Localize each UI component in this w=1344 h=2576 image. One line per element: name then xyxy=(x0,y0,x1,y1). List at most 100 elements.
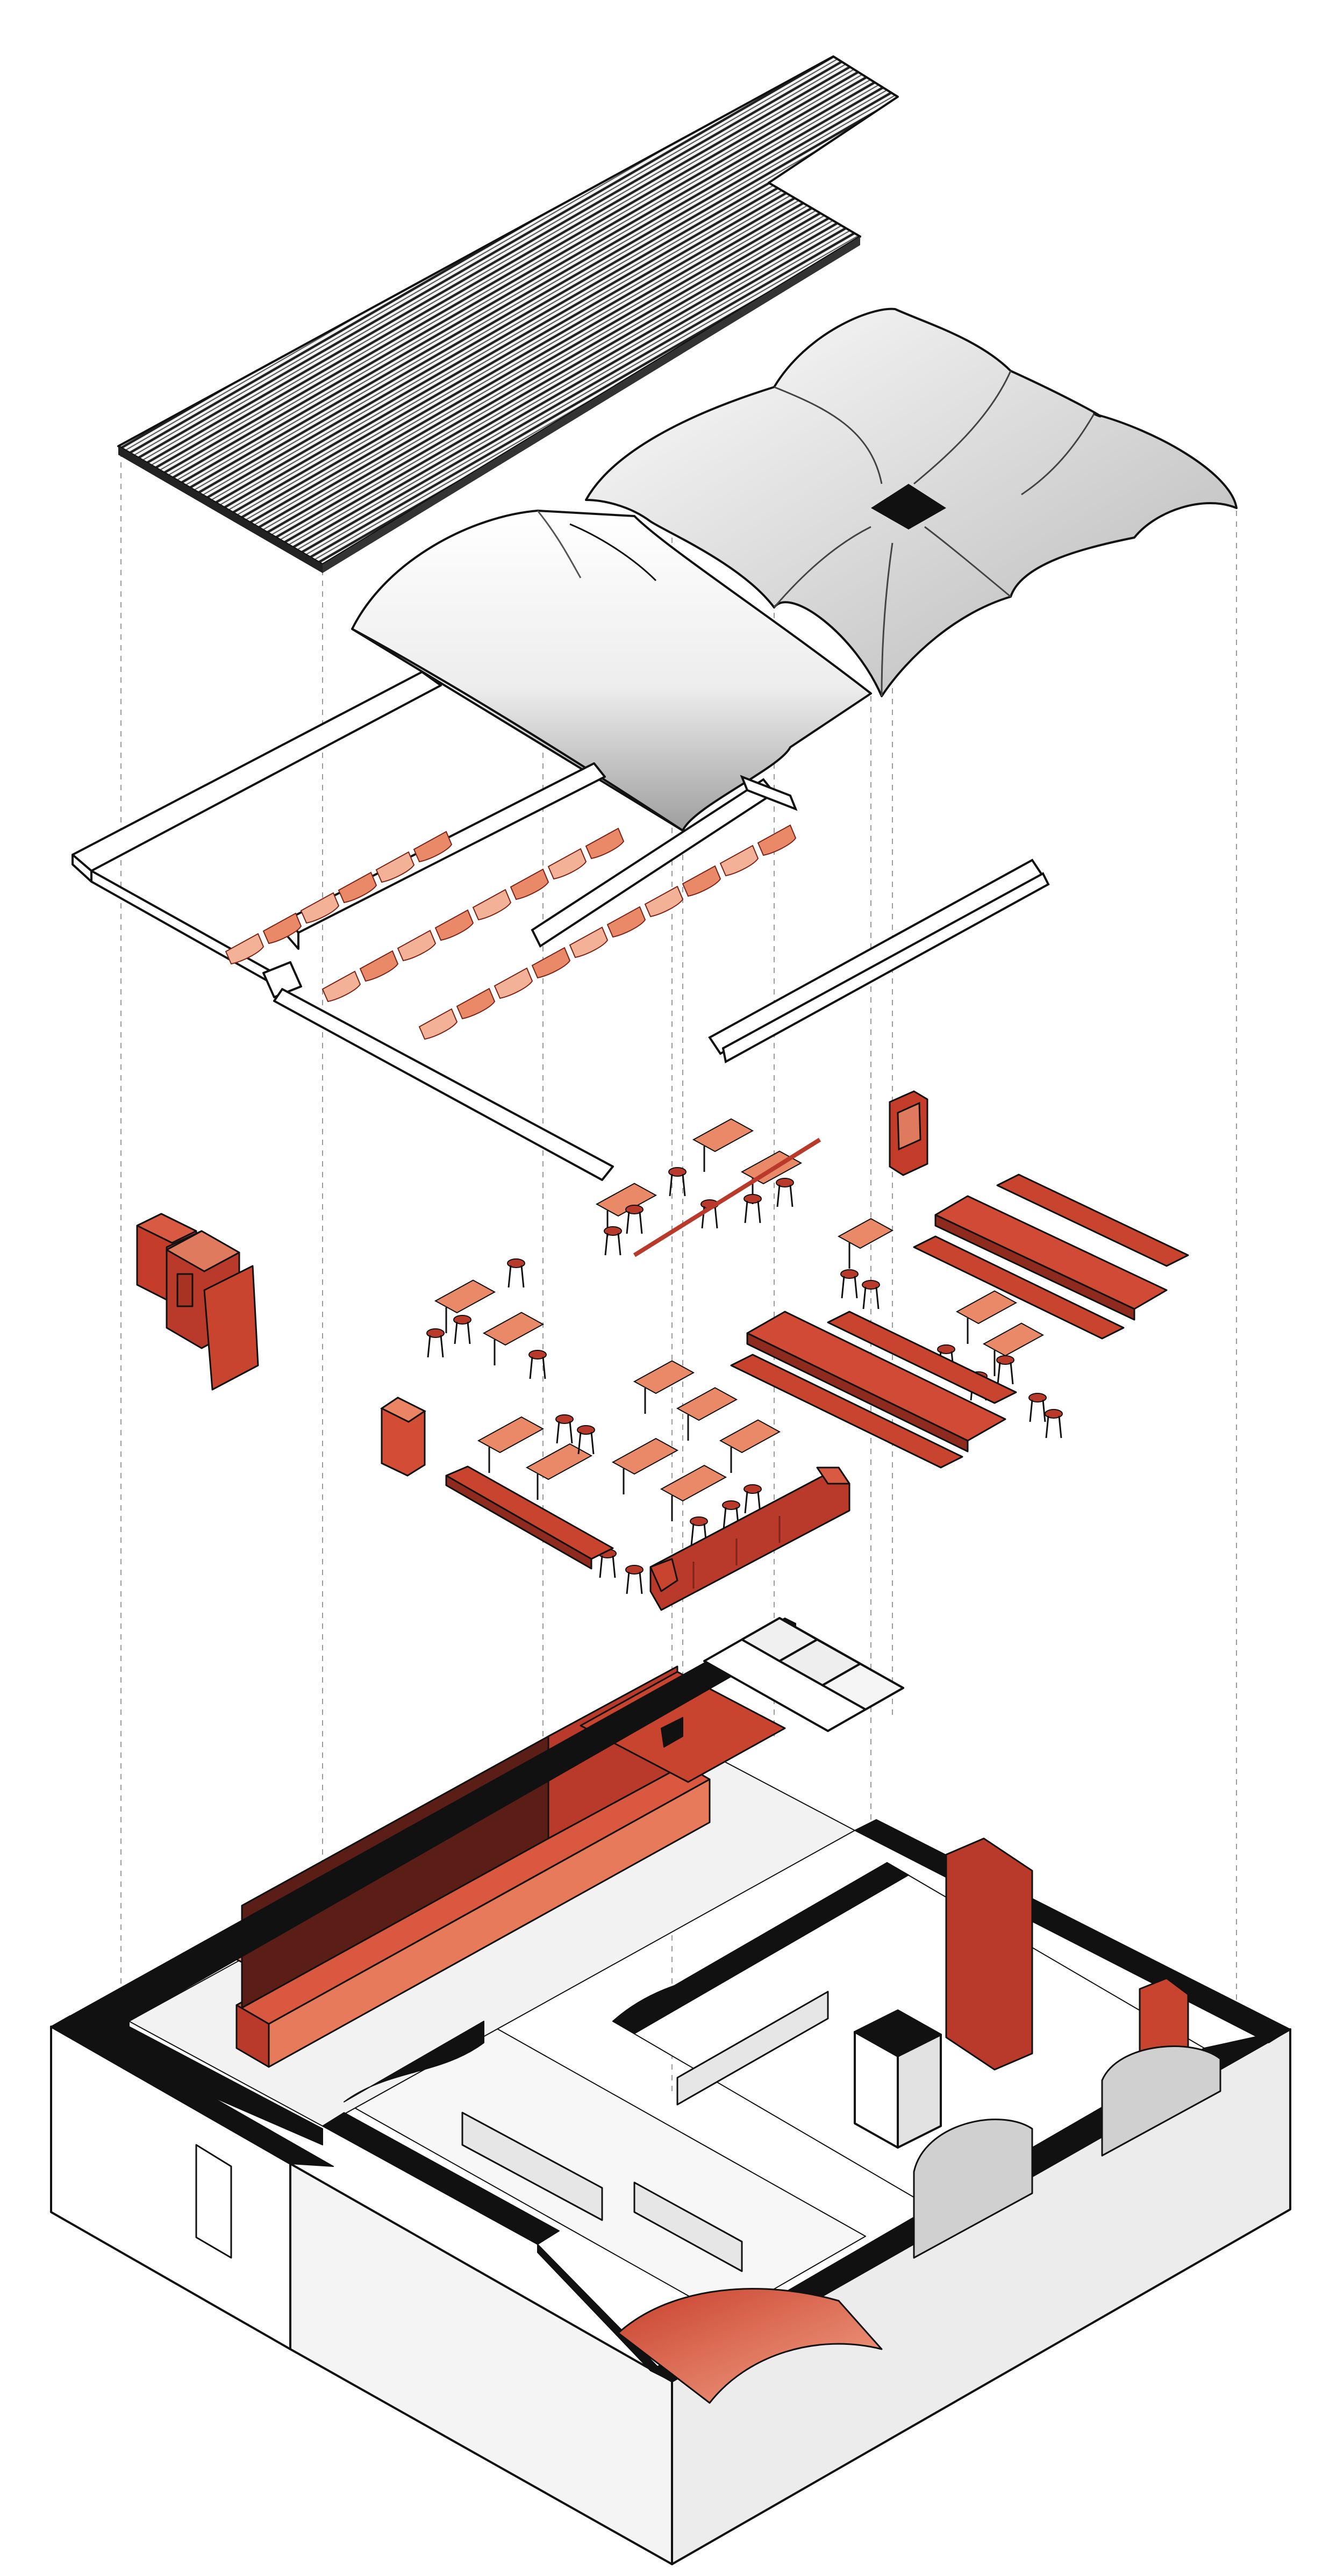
stool-leg xyxy=(1045,1415,1049,1439)
stool-leg xyxy=(617,1233,621,1256)
stool-leg xyxy=(744,1200,748,1223)
stool-leg xyxy=(454,1321,458,1344)
table-top xyxy=(633,1360,695,1394)
kitchen-cabinetry xyxy=(461,1991,829,2272)
baffle-strip xyxy=(418,1008,458,1040)
stool-leg xyxy=(714,1206,718,1229)
baffle-strip xyxy=(719,845,759,877)
stool-leg xyxy=(776,1184,781,1207)
building-floor-plan xyxy=(50,1617,1291,2565)
stool-seat xyxy=(555,1414,574,1424)
cross-vault-dome-shell xyxy=(585,307,1238,697)
entry-door[interactable] xyxy=(195,2144,232,2259)
stool-seat xyxy=(862,1280,880,1290)
stool-leg xyxy=(639,1211,643,1234)
table-top xyxy=(477,1416,545,1454)
baffle-strip xyxy=(359,950,399,982)
red-vault-arch xyxy=(617,2288,883,2404)
communal-bench-tables-upper xyxy=(913,1173,1189,1340)
host-stand-cabinet xyxy=(889,1090,928,1176)
stool-seat xyxy=(776,1178,794,1187)
stool-leg xyxy=(854,1276,858,1299)
cabinet-cluster-left xyxy=(136,1213,259,1391)
stool-leg xyxy=(599,1555,603,1578)
table-top xyxy=(982,1322,1045,1357)
stool-seat xyxy=(426,1328,445,1338)
stool-leg xyxy=(612,1555,616,1578)
stool-seat xyxy=(722,1500,740,1510)
service-column-box xyxy=(854,2009,942,2149)
stool-leg xyxy=(507,1265,512,1288)
baffle-strip xyxy=(321,970,361,1003)
baffle-strip xyxy=(225,933,264,965)
stool-seat xyxy=(577,1425,595,1435)
table-top xyxy=(595,1183,657,1217)
communal-bench-tables-lower xyxy=(730,1311,1017,1469)
baffle-strip xyxy=(585,827,625,860)
baffle-strip xyxy=(494,967,533,999)
baffle-strip xyxy=(531,947,571,979)
table-top xyxy=(955,1290,1018,1325)
furniture-layer xyxy=(136,1090,1189,1611)
booth-sofa xyxy=(649,1466,850,1611)
table-and-stool-groups xyxy=(426,1118,1063,1594)
stool-leg xyxy=(1029,1399,1033,1422)
table-top xyxy=(837,1218,894,1249)
corrugated-roof-panel xyxy=(117,55,899,573)
baffle-strip xyxy=(456,988,496,1020)
baffle-strip xyxy=(397,929,437,962)
baffle-strip xyxy=(375,851,415,883)
table-top xyxy=(719,1419,781,1454)
stool-leg xyxy=(604,1233,609,1256)
lectern xyxy=(380,1397,426,1477)
stool-leg xyxy=(789,1184,793,1207)
baffle-strip xyxy=(262,912,302,944)
stool-leg xyxy=(723,1507,727,1530)
stool-seat xyxy=(1028,1393,1047,1403)
table-top xyxy=(660,1464,727,1502)
stool-seat xyxy=(625,1565,644,1575)
stool-seat xyxy=(507,1258,525,1268)
stool-leg xyxy=(841,1276,845,1299)
stool-seat xyxy=(744,1194,762,1204)
table-top xyxy=(676,1387,738,1421)
stool-seat xyxy=(690,1516,708,1526)
stool-leg xyxy=(556,1421,560,1444)
acoustic-baffle-ceiling xyxy=(225,824,797,1040)
stool-seat xyxy=(937,1344,955,1354)
baffle-strip xyxy=(472,889,512,921)
stool-leg xyxy=(467,1321,471,1344)
baffle-strip xyxy=(300,892,340,924)
stool-leg xyxy=(639,1571,643,1594)
stool-leg xyxy=(440,1335,444,1358)
stool-leg xyxy=(427,1335,431,1358)
stool-leg xyxy=(862,1286,867,1310)
stool-leg xyxy=(757,1200,761,1223)
stool-seat xyxy=(744,1484,762,1494)
table-top xyxy=(434,1279,496,1314)
stool-leg xyxy=(1010,1362,1014,1385)
banquette-bench xyxy=(445,1465,614,1570)
stool-seat xyxy=(453,1315,471,1325)
stool-leg xyxy=(875,1286,880,1310)
stool-seat xyxy=(528,1350,547,1359)
stool-leg xyxy=(744,1491,748,1514)
baffle-strip xyxy=(606,906,646,938)
stool-leg xyxy=(529,1356,533,1379)
baffle-strip xyxy=(644,885,684,918)
baffle-strip xyxy=(434,909,474,941)
baffle-strip xyxy=(547,848,587,880)
stool-seat xyxy=(604,1226,622,1236)
stool-seat xyxy=(840,1269,859,1279)
stool-leg xyxy=(542,1356,546,1379)
stool-seat xyxy=(625,1205,644,1214)
baffle-strip xyxy=(682,865,721,897)
stool-seat xyxy=(1045,1409,1063,1419)
baffle-strip xyxy=(413,831,453,863)
stool-seat xyxy=(668,1167,687,1177)
baffle-strip xyxy=(338,871,377,904)
divider-rail xyxy=(633,1137,821,1257)
baffle-strip xyxy=(510,868,549,900)
